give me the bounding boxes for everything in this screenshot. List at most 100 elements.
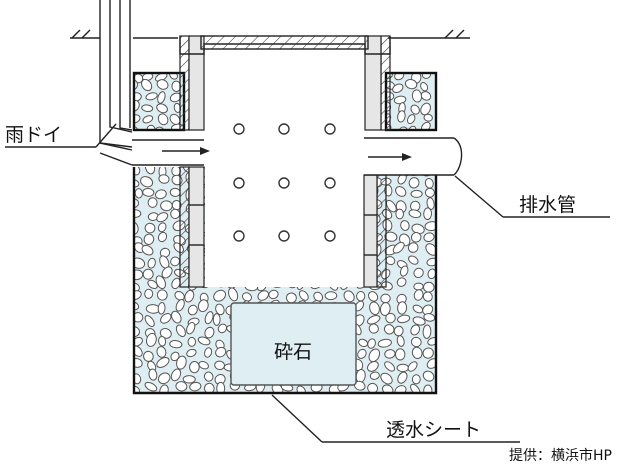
gravel-stone — [413, 289, 424, 301]
gravel-stone — [184, 289, 195, 303]
gravel-stone — [157, 302, 166, 315]
gravel-stone — [385, 199, 397, 213]
gravel-stone — [339, 195, 350, 208]
gravel-stone — [326, 220, 335, 231]
gravel-stone — [384, 349, 396, 359]
gravel-stone — [286, 277, 298, 289]
basin-lid — [179, 35, 391, 55]
gravel-stone — [155, 275, 167, 290]
gravel-stone — [204, 347, 213, 358]
gravel-stone — [226, 277, 238, 289]
gravel-stone — [342, 256, 354, 268]
gravel-stone — [412, 316, 426, 326]
gravel-stone — [158, 335, 167, 347]
gravel-stone — [399, 265, 409, 277]
gravel-stone — [187, 304, 198, 316]
gravel-stone — [156, 346, 167, 358]
gravel-stone — [394, 348, 406, 361]
gravel-stone — [299, 254, 313, 266]
left-upper-gravel — [132, 71, 186, 132]
gravel-stone — [213, 289, 227, 302]
gravel-stone — [241, 167, 253, 175]
gravel-stone — [273, 199, 284, 212]
gravel-stone — [244, 225, 254, 235]
gravel-stone — [366, 315, 381, 325]
gravel-stone — [267, 255, 280, 266]
perforation-hole — [278, 123, 290, 135]
gravel-stone — [368, 291, 379, 302]
gravel-stone — [259, 167, 270, 176]
gravel-stone — [134, 198, 139, 209]
gravel-stone — [215, 278, 226, 288]
gravel-stone — [227, 167, 238, 176]
gravel-stone — [187, 336, 197, 347]
gravel-stone — [357, 348, 367, 359]
rain-gutter-pipe — [99, 0, 210, 166]
gravel-stone — [189, 361, 200, 374]
gravel-stone — [393, 325, 404, 337]
perforation-hole — [324, 123, 336, 135]
gravel-stone — [384, 361, 396, 372]
gravel-stone — [230, 253, 241, 268]
gravel-stone — [368, 348, 381, 363]
gravel-stone — [169, 187, 181, 197]
gravel-stone — [323, 244, 335, 254]
gravel-stone — [410, 189, 423, 198]
gravel-stone — [241, 292, 253, 302]
gravel-stone — [256, 176, 269, 186]
gravel-stone — [343, 290, 355, 303]
gravel-stone — [273, 167, 283, 177]
perforation-hole — [278, 177, 290, 189]
gravel-stone — [343, 167, 355, 180]
gravel-stone — [140, 176, 154, 188]
gravel-stone — [328, 208, 339, 221]
gravel-stone — [410, 336, 422, 348]
gravel-stone — [147, 257, 156, 269]
gravel-stone — [156, 79, 169, 90]
gravel-stone — [161, 266, 173, 279]
gravel-stone — [145, 92, 158, 101]
gravel-stone — [134, 312, 144, 323]
gravel-stone — [198, 360, 209, 370]
basin-left-wall — [179, 35, 205, 288]
gravel-stone — [369, 301, 380, 316]
gravel-stone — [283, 200, 294, 212]
gravel-stone — [396, 277, 407, 287]
gravel-stone — [169, 340, 183, 349]
gravel-stone — [286, 189, 297, 202]
gravel-stone — [231, 189, 243, 200]
gravel-stone — [144, 288, 154, 299]
gravel-stone — [328, 167, 340, 174]
gravel-stone — [134, 188, 143, 199]
gravel-stone — [329, 257, 341, 270]
gravel-stone — [315, 167, 326, 175]
gravel-stone — [212, 313, 221, 326]
ground-surface — [70, 29, 470, 39]
gravel-stone — [426, 197, 435, 210]
credit-text: 提供：横浜市HP — [509, 447, 612, 464]
gravel-stone — [160, 313, 172, 324]
gravel-stone — [158, 174, 170, 184]
perforation-hole — [324, 177, 336, 189]
gravel-stone — [170, 256, 181, 267]
gravel-stone — [144, 381, 158, 392]
gravel-stone — [253, 208, 264, 219]
gravel-stone — [411, 346, 423, 360]
gravel-stone — [270, 277, 285, 288]
gravel-stone — [392, 83, 404, 94]
gravel-stone — [210, 235, 224, 246]
gravel-stone — [134, 269, 144, 281]
gravel-stone — [226, 242, 238, 255]
gravel-stone — [339, 235, 350, 244]
gravel-stone — [228, 287, 239, 302]
gravel-stone — [217, 323, 228, 334]
gravel-stone — [175, 381, 188, 392]
gravel-stone — [392, 241, 405, 254]
gravel-stone — [406, 114, 416, 125]
gravel-stone — [308, 209, 321, 221]
gravel-stone — [298, 290, 309, 301]
gravel-stone — [377, 338, 392, 348]
gravel-stone — [215, 209, 227, 219]
gravel-stone — [156, 357, 170, 368]
